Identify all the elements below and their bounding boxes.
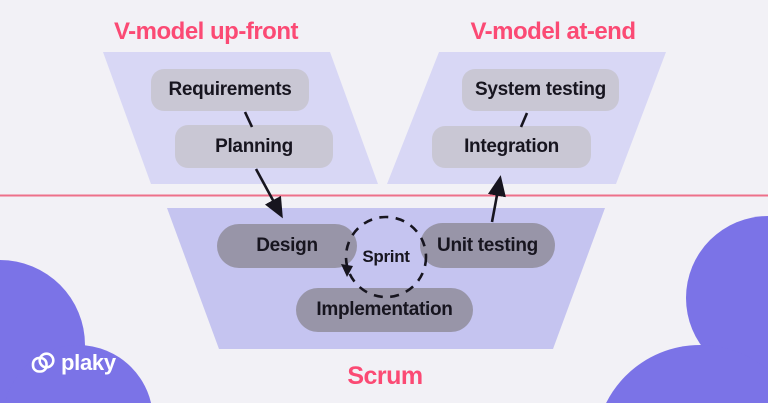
unit-testing-node: Unit testing: [420, 223, 555, 268]
plaky-logo-text: plaky: [61, 350, 116, 375]
atend-heading: V-model at-end: [470, 18, 636, 45]
sprint-label: Sprint: [362, 247, 410, 266]
plaky-icon-spacer: [30, 350, 56, 376]
integration-node: Integration: [432, 126, 591, 168]
planning-node: Planning: [175, 125, 333, 168]
requirements-node: Requirements: [151, 69, 309, 111]
scrum-heading: Scrum: [347, 362, 423, 390]
connector-planning-design: [254, 168, 283, 219]
implementation-node: Implementation: [296, 288, 473, 332]
cloud-bottom-left: [0, 260, 152, 403]
plaky-logo: plaky: [30, 350, 116, 376]
system-testing-node: System testing: [462, 69, 619, 111]
connector-unittesting-integration: [487, 175, 506, 223]
upfront-heading: V-model up-front: [114, 18, 298, 45]
cloud-bottom-right: [606, 216, 768, 403]
design-node: Design: [217, 224, 357, 268]
connector-integration-systemtesting: [519, 112, 529, 128]
